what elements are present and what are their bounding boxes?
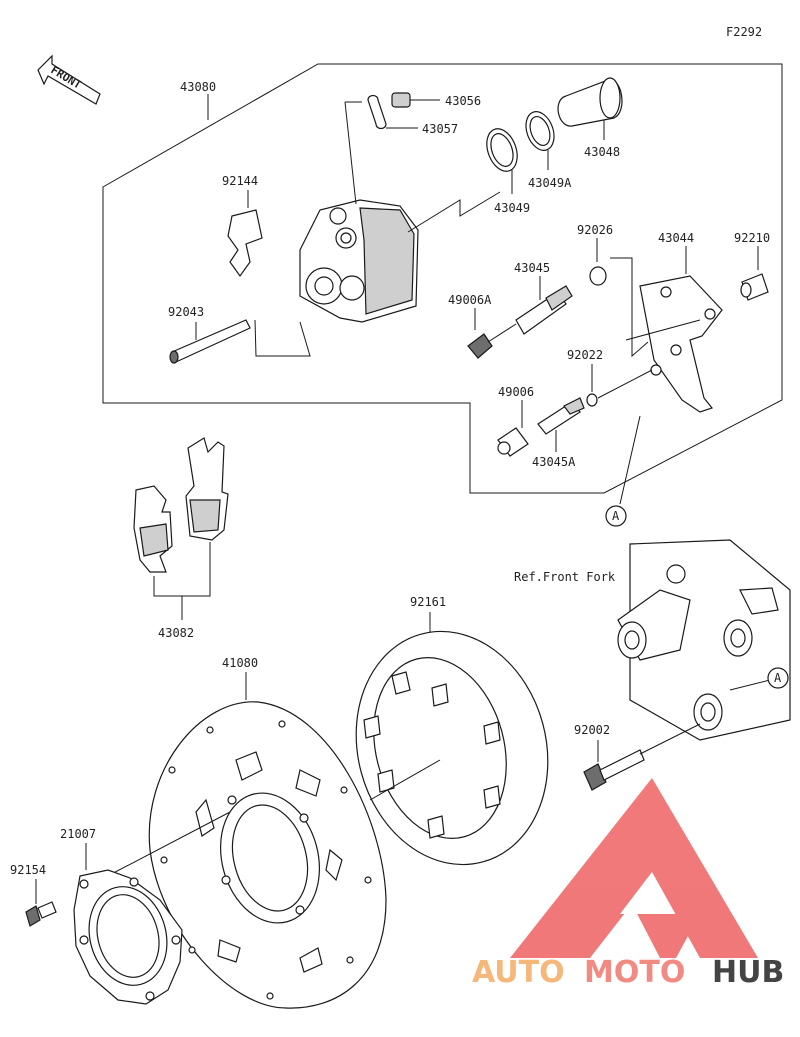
label-92026: 92026 [577, 223, 613, 237]
label-92144: 92144 [222, 174, 258, 188]
label-92022: 92022 [567, 348, 603, 362]
caliper-body [299, 199, 419, 323]
label-21007: 21007 [60, 827, 96, 841]
boot-49006 [497, 427, 529, 457]
piston [557, 77, 623, 140]
label-43056: 43056 [445, 94, 481, 108]
label-43080: 43080 [180, 80, 216, 94]
label-43048: 43048 [584, 145, 620, 159]
washer-92026 [589, 266, 607, 286]
section-marker-a1 [605, 505, 627, 527]
pad-spring [227, 209, 263, 278]
section-marker-a2 [767, 667, 789, 689]
caliper-bolt-92002 [583, 749, 645, 791]
label-43049A: 43049A [528, 176, 572, 190]
rotor-spacer-92161 [355, 630, 549, 866]
brake-pad-inner [133, 485, 173, 573]
label-43044: 43044 [658, 231, 694, 245]
label-92043: 92043 [168, 305, 204, 319]
collar-92210 [740, 273, 769, 301]
brake-disc [148, 701, 387, 1009]
label-92161: 92161 [410, 595, 446, 609]
watermark-logo-icon [510, 778, 758, 958]
watermark-auto: AUTO [472, 955, 565, 990]
label-92210: 92210 [734, 231, 770, 245]
label-43045: 43045 [514, 261, 550, 275]
front-label: FRONT [48, 63, 83, 91]
section-marker-a1-label: A [612, 509, 620, 523]
label-43082: 43082 [158, 626, 194, 640]
label-43049: 43049 [494, 201, 530, 215]
screw-92154 [25, 901, 57, 927]
bleeder-cap [367, 94, 418, 130]
slide-pin-43045A [537, 397, 585, 435]
slide-pin-43045 [515, 285, 573, 335]
caliper-bracket [639, 275, 723, 413]
label-92002: 92002 [574, 723, 610, 737]
boot-49006A [467, 333, 493, 359]
watermark-text: AUTO MOTO HUB [472, 955, 784, 990]
label-92154: 92154 [10, 863, 46, 877]
section-marker-a2-label: A [774, 671, 782, 685]
brake-pad-outer [185, 437, 229, 541]
label-43045A: 43045A [532, 455, 576, 469]
dust-seal [525, 111, 555, 170]
front-arrow-icon: FRONT [37, 54, 101, 105]
caliper-assembly-box [102, 63, 783, 494]
label-49006: 49006 [498, 385, 534, 399]
label-49006A: 49006A [448, 293, 492, 307]
piston-seal [486, 128, 518, 194]
figure-code: F2292 [726, 25, 762, 39]
label-43057: 43057 [422, 122, 458, 136]
pad-pin [169, 319, 251, 364]
bleeder-valve [391, 92, 440, 108]
abs-sensor-rotor [73, 869, 183, 1005]
watermark-moto: MOTO [584, 955, 685, 990]
label-41080: 41080 [222, 656, 258, 670]
watermark-hub: HUB [712, 955, 784, 990]
front-fork [617, 539, 791, 741]
ref-front-fork-label: Ref.Front Fork [514, 570, 616, 584]
washer-92022 [586, 393, 598, 407]
